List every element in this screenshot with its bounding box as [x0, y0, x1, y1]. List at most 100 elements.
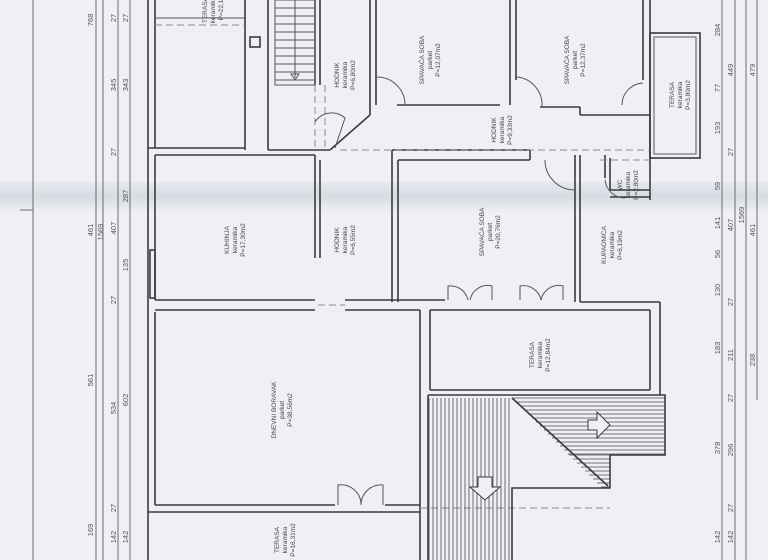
dim-label: 142	[121, 531, 130, 544]
room-area: P=16,31m2	[290, 523, 297, 557]
dim-total: 1569	[96, 224, 105, 241]
room-name: KUHINJA	[224, 225, 231, 253]
doors[interactable]	[314, 76, 644, 506]
room-floor: parket	[427, 51, 434, 69]
room-name: SPAVAĆA SOBA	[417, 35, 426, 84]
room-name: TERASA	[669, 81, 676, 108]
dim-label: 27	[726, 298, 735, 306]
room-name: TERASA	[202, 0, 209, 23]
room-area: P=2,80m2	[633, 170, 640, 200]
dim-label: 407	[726, 219, 735, 232]
room-name: KUPAONICA	[601, 225, 608, 263]
room-name: TERASA	[529, 341, 536, 368]
room-name: TERASA	[274, 526, 281, 553]
dim-label: 142	[713, 531, 722, 544]
dim-label: 287	[121, 190, 130, 203]
paper-fold	[0, 182, 768, 212]
dim-label: 27	[726, 394, 735, 402]
room-area: P=3,80m2	[685, 80, 692, 110]
stair-arrow-icon	[290, 73, 300, 81]
room-floor: keramika	[282, 526, 289, 553]
dim-label: 183	[713, 342, 722, 355]
dim-label: 169	[86, 524, 95, 537]
walls	[147, 0, 701, 560]
room-name: HODNIK	[491, 117, 498, 143]
dim-label: 142	[726, 531, 735, 544]
exterior-stairs-outline	[427, 394, 666, 560]
door[interactable]	[604, 179, 626, 199]
double-door[interactable]	[519, 285, 564, 301]
room-area: P=6,55m2	[350, 225, 357, 255]
dim-label: 534	[109, 402, 118, 415]
dim-label: 461	[86, 224, 95, 237]
room-area: P=6,19m2	[617, 230, 624, 260]
room-area: P=20,76m2	[495, 215, 502, 249]
room-floor: parket	[572, 51, 579, 69]
room-floor: parket	[279, 401, 286, 419]
door[interactable]	[314, 112, 346, 149]
dimension-labels-left: 768 461 561 169 1569 27 345 27 407 27 53…	[86, 14, 130, 544]
room-floor: keramika	[342, 61, 349, 88]
door[interactable]	[621, 82, 644, 106]
room-area: P=12,84m2	[545, 338, 552, 372]
room-area: P=38,56m2	[287, 393, 294, 427]
double-door[interactable]	[447, 285, 493, 301]
dim-label: 284	[713, 24, 722, 37]
double-door[interactable]	[337, 484, 384, 506]
dim-label: 768	[86, 14, 95, 27]
dimension-labels-right: 284 77 193 59 141 56 130 183 378 142 449…	[713, 24, 757, 544]
room-floor: keramika	[210, 0, 217, 23]
dim-label: 449	[726, 64, 735, 77]
room-name: SPAVAĆA SOBA	[477, 207, 486, 256]
dim-label: 211	[726, 349, 735, 361]
dim-label: 561	[86, 374, 95, 387]
dim-label: 296	[726, 444, 735, 457]
dim-label: 193	[713, 122, 722, 135]
room-area: P=6,80m2	[350, 60, 357, 90]
dim-label: 141	[713, 217, 722, 230]
exterior-stairs	[427, 394, 666, 560]
room-name: DNEVNI BORAVAK	[271, 381, 278, 438]
room-floor: keramika	[342, 226, 349, 253]
door[interactable]	[376, 76, 406, 106]
room-name: WC	[617, 179, 624, 190]
dim-label: 479	[748, 64, 757, 77]
room-floor: parket	[487, 223, 494, 241]
dim-total: 1569	[737, 207, 746, 224]
dim-label: 27	[109, 148, 118, 156]
dim-label: 343	[121, 79, 130, 92]
dim-label: 345	[109, 79, 118, 92]
dim-label: 135	[121, 259, 130, 272]
room-name: SPAVAĆA SOBA	[562, 35, 571, 84]
dim-label: 378	[713, 442, 722, 455]
room-floor: keramika	[677, 81, 684, 108]
dim-label: 130	[713, 284, 722, 297]
room-floor: keramika	[625, 171, 632, 198]
dim-label: 56	[713, 250, 722, 258]
dim-label: 27	[121, 14, 130, 22]
dim-label: 27	[109, 296, 118, 304]
door[interactable]	[516, 76, 543, 108]
door[interactable]	[544, 159, 576, 191]
dim-label: 27	[109, 14, 118, 22]
room-name: HODNIK	[334, 227, 341, 253]
arrow-down-icon	[468, 476, 502, 501]
dim-label: 59	[713, 182, 722, 190]
dim-label: 142	[109, 531, 118, 544]
room-area: P=12,07m2	[435, 43, 442, 77]
